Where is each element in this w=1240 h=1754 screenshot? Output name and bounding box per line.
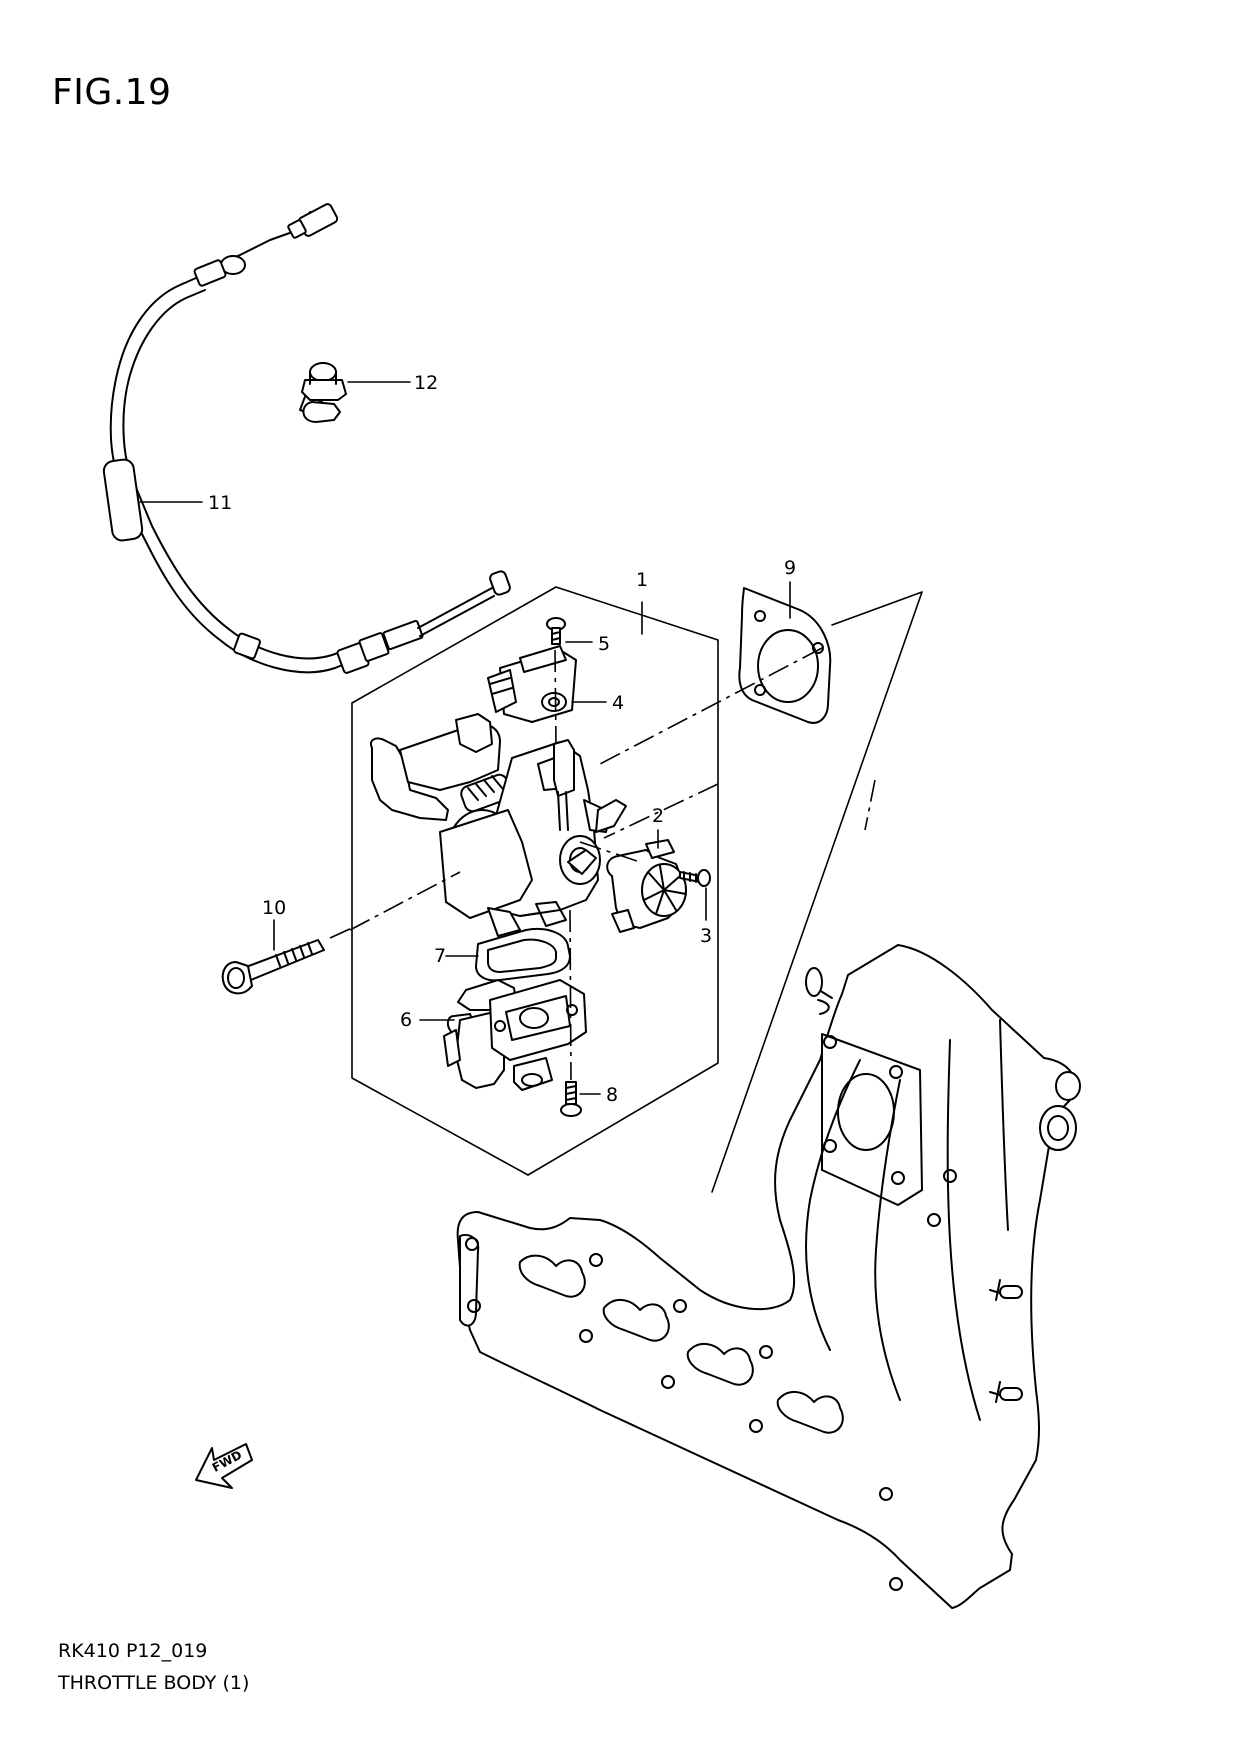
callout-labels: 1 2 3 4 5 6 7 8 9 10 11 12: [208, 372, 796, 1106]
diagram-code: RK410 P12_019: [58, 1640, 208, 1662]
callout-8: 8: [606, 1084, 618, 1106]
assembly-frame: [351, 586, 719, 1176]
screw-8[interactable]: [560, 1081, 582, 1117]
idle-air-control-valve[interactable]: [443, 979, 587, 1091]
leader-lines: [139, 381, 791, 1095]
intake-manifold[interactable]: [456, 944, 1081, 1609]
callout-11: 11: [208, 492, 232, 514]
callout-6: 6: [400, 1009, 412, 1031]
throttle-body[interactable]: [370, 713, 627, 937]
callout-12: 12: [414, 372, 438, 394]
callout-9: 9: [784, 557, 796, 579]
throttle-position-sensor[interactable]: [487, 645, 577, 723]
screw-3[interactable]: [679, 869, 711, 887]
callout-4: 4: [612, 692, 624, 714]
callout-10: 10: [262, 897, 286, 919]
callout-1: 1: [636, 569, 648, 591]
diagram-name: THROTTLE BODY (1): [58, 1672, 250, 1694]
gasket-7[interactable]: [475, 928, 571, 982]
idle-sensor-2[interactable]: [606, 839, 687, 933]
callout-7: 7: [434, 945, 446, 967]
callout-2: 2: [652, 805, 664, 827]
callout-5: 5: [598, 633, 610, 655]
cable-clamp[interactable]: [299, 362, 347, 423]
accelerator-cable[interactable]: [102, 203, 512, 674]
forward-direction-arrow: FWD: [195, 1443, 253, 1489]
figure-title: FIG.19: [52, 72, 172, 113]
bolt-10[interactable]: [221, 939, 325, 995]
throttle-gasket[interactable]: [738, 587, 832, 724]
screw-5[interactable]: [546, 617, 566, 645]
alignment-lines: [329, 649, 719, 1081]
callout-3: 3: [700, 925, 712, 947]
manifold-inset: [599, 591, 923, 1193]
